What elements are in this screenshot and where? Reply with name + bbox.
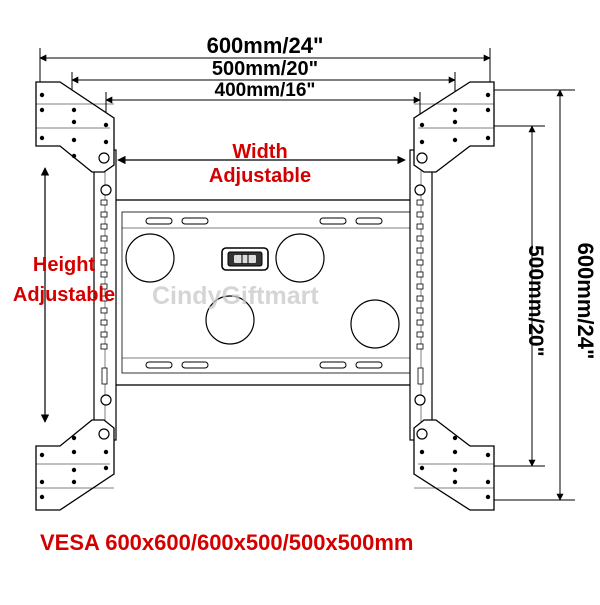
height-label-line2: Adjustable	[12, 284, 116, 306]
dim-width-400: 400mm/16"	[214, 80, 316, 101]
dim-width-600: 600mm/24"	[206, 33, 324, 58]
bracket-bottom-left-holes	[39, 394, 112, 500]
watermark: CindyGiftmart	[152, 282, 319, 310]
bracket-top-left	[35, 81, 115, 173]
dim-height-600: 600mm/24"	[573, 242, 598, 360]
dim-width-500: 500mm/20"	[211, 58, 319, 80]
plate-slots	[145, 217, 383, 369]
plate-holes	[125, 233, 400, 349]
width-adjustable-label: Width Adjustable	[190, 140, 330, 188]
vesa-caption: VESA 600x600/600x500/500x500mm	[40, 530, 414, 555]
bracket-bottom-right	[413, 419, 495, 511]
bracket-bottom-left	[35, 419, 115, 511]
level-bubble	[221, 247, 269, 271]
height-adjustable-label: Height Adjustable	[2, 250, 126, 310]
bracket-top-left-holes	[39, 92, 112, 196]
center-plate	[107, 199, 427, 386]
bracket-top-right-holes	[414, 92, 491, 196]
width-label-line2: Adjustable	[208, 165, 312, 187]
bracket-bottom-right-holes	[414, 394, 491, 500]
height-dimension-lines	[490, 89, 575, 501]
height-label-line1: Height	[32, 254, 96, 276]
width-label-line1: Width	[232, 141, 288, 163]
dim-height-500: 500mm/20"	[524, 245, 547, 357]
bracket-top-right	[413, 81, 495, 173]
rail-holes	[100, 199, 424, 385]
